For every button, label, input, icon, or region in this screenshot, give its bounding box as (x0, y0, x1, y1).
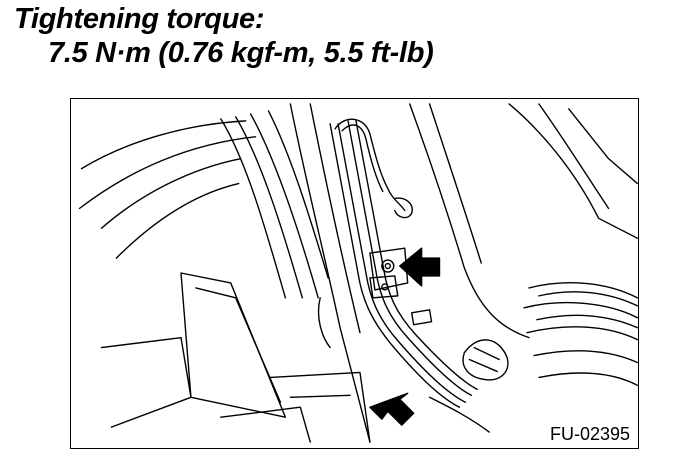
inner-panel-edge (195, 287, 282, 403)
lower-panel (100, 336, 192, 428)
hose-top (334, 118, 406, 212)
clip-detail (410, 309, 433, 326)
fender-curve (100, 157, 242, 259)
small-hose (317, 297, 331, 349)
bottom-block (220, 406, 311, 443)
torque-label: Tightening torque: (14, 3, 265, 35)
body-panel-2 (309, 103, 361, 334)
arch-lines-2 (249, 110, 329, 299)
coil-spring-shade (536, 291, 638, 329)
right-panel (508, 103, 638, 239)
boot-ribs (468, 346, 500, 373)
fuel-pipe-illustration (78, 103, 638, 443)
torque-heading: Tightening torque: 7.5 N·m (0.76 kgf-m, … (14, 2, 434, 70)
strut-tower-2 (428, 103, 482, 264)
bolt-inner (384, 262, 391, 270)
rubber-boot (462, 339, 509, 381)
fuel-pipe-3 (347, 120, 473, 396)
arch-lines (220, 116, 303, 299)
fuel-pipe-2 (337, 123, 467, 403)
fuel-pipe-4 (355, 120, 478, 391)
bottom-frame (269, 371, 371, 443)
clamp-bolt (381, 283, 389, 291)
bolt (381, 259, 395, 273)
hose-end (394, 197, 413, 219)
arrow-upper (399, 247, 441, 287)
body-panel (289, 103, 371, 443)
hose-top-2 (341, 124, 384, 193)
figure-code: FU-02395 (547, 424, 632, 444)
clamp-lower (369, 275, 399, 299)
arrow-lower (369, 392, 415, 426)
right-panel-2 (538, 103, 610, 210)
inner-panel (180, 272, 287, 418)
fuel-pipe-1 (329, 123, 461, 408)
coil-spring (523, 282, 638, 387)
torque-value: 7.5 N·m (0.76 kgf-m, 5.5 ft-lb) (48, 37, 434, 69)
illustration-frame: FU-02395 (70, 98, 639, 449)
strut-tower (408, 103, 530, 339)
bottom-pipe (428, 396, 490, 433)
right-panel-3 (568, 108, 638, 185)
